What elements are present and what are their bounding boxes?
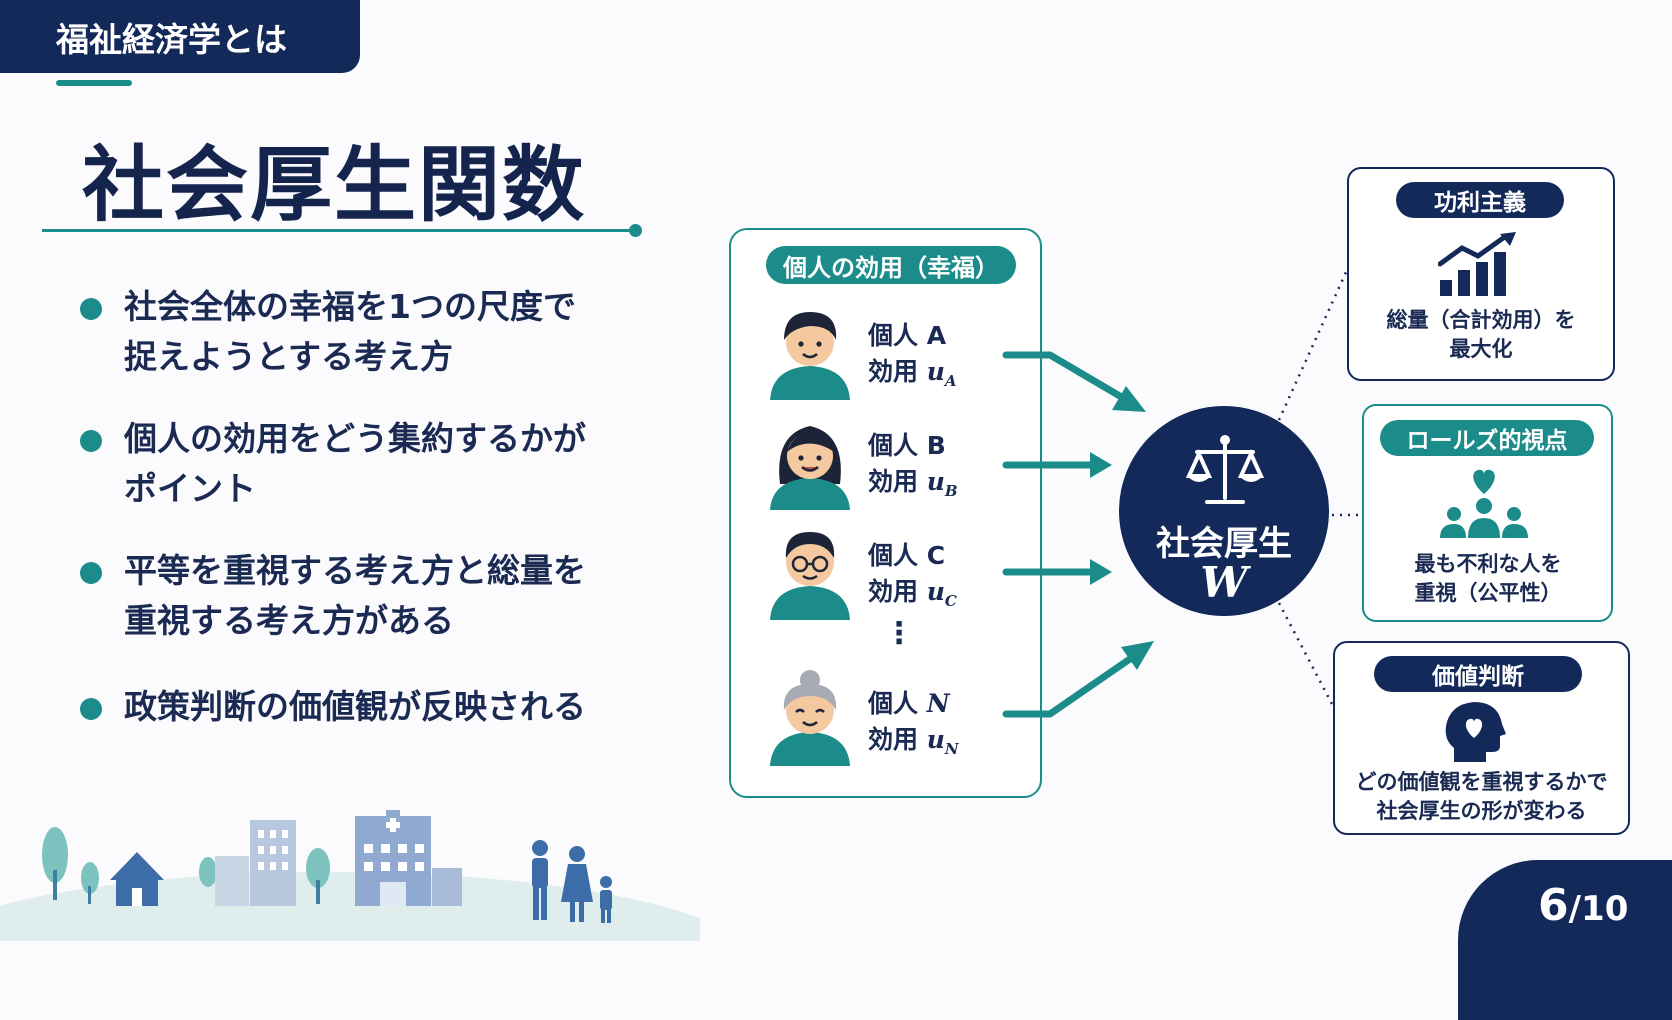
tree-icon xyxy=(42,827,99,904)
panel-heading: 個人の効用（幸福） xyxy=(766,246,1016,284)
title-rule-dot xyxy=(629,224,642,237)
bullet-text: 個人の効用をどう集約するかがポイント xyxy=(124,419,586,508)
arrow-a-icon xyxy=(1002,351,1134,406)
arrows xyxy=(1002,269,1362,718)
city-illustration xyxy=(0,810,700,941)
individuals-panel xyxy=(729,228,1042,798)
utilitarian-desc: 総量（合計効用）を最大化 xyxy=(1386,308,1576,361)
person-b-label: 個人 B 効用 uB xyxy=(868,431,958,500)
person-c-label: 個人 C 効用 uC xyxy=(868,541,957,610)
bullet-text: 政策判断の価値観が反映される xyxy=(124,687,586,726)
bullet-dot xyxy=(80,562,102,584)
person-b-icon xyxy=(770,426,850,510)
people-heart-icon xyxy=(1440,469,1528,538)
page-title: 社会厚生関数 xyxy=(82,138,587,233)
person-n-icon xyxy=(770,670,850,766)
value-judgement-title: 価値判断 xyxy=(1374,656,1582,692)
tag-accent-bar xyxy=(56,80,132,86)
person-a-icon xyxy=(770,312,850,400)
rawls-desc: 最も不利な人を重視（公平性） xyxy=(1414,552,1562,605)
growth-chart-icon xyxy=(1438,232,1516,296)
bullet-dot xyxy=(80,430,102,452)
social-welfare-node: 社会厚生 W xyxy=(1119,406,1329,616)
person-n-label: 個人 N 効用 uN xyxy=(868,689,959,758)
rawls-title: ロールズ的視点 xyxy=(1380,420,1594,456)
bullet-dot xyxy=(80,698,102,720)
building-icon xyxy=(199,820,330,906)
person-c-icon xyxy=(770,532,850,620)
arrow-n-icon xyxy=(1002,648,1144,718)
bullet-text: 平等を重視する考え方と総量を重視する考え方がある xyxy=(124,551,586,640)
page-number: 6/10 xyxy=(1538,880,1629,931)
title-rule xyxy=(42,229,634,232)
bullet-dot xyxy=(80,298,102,320)
section-tag: 福祉経済学とは xyxy=(0,0,360,73)
bullet-text: 社会全体の幸福を1つの尺度で捉えようとする考え方 xyxy=(124,287,576,376)
utilitarian-title: 功利主義 xyxy=(1396,182,1564,218)
value-judgement-desc: どの価値観を重視するかで社会厚生の形が変わる xyxy=(1355,770,1608,823)
person-a-label: 個人 A 効用 uA xyxy=(868,321,957,390)
hospital-icon xyxy=(355,810,462,906)
social-welfare-label: 社会厚生 xyxy=(1156,524,1292,564)
social-welfare-symbol: W xyxy=(1200,558,1248,607)
head-heart-icon xyxy=(1445,702,1506,762)
scales-icon xyxy=(1185,435,1265,504)
family-icon xyxy=(532,840,612,923)
house-icon xyxy=(110,852,164,906)
